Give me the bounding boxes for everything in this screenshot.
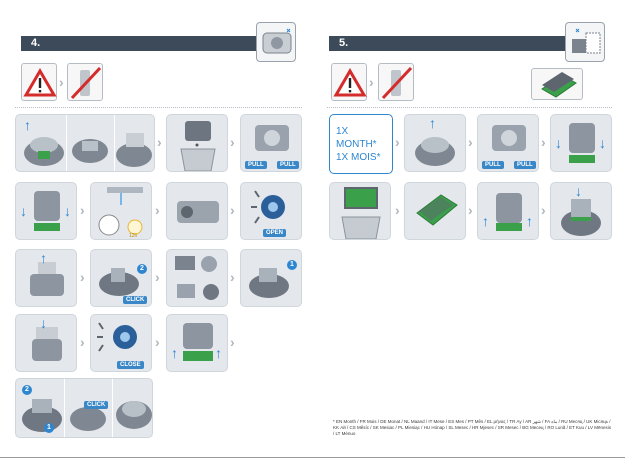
step-number-badge: 2 <box>22 385 32 395</box>
step-empty-bin-image <box>166 114 228 172</box>
step-lift-container-image: ↓ ↓ <box>550 114 612 172</box>
step-5-header: 5. <box>329 36 591 51</box>
step-4-header: 4. <box>21 36 279 51</box>
frequency-box: 1X MONTH* 1X MOIS* <box>329 114 393 174</box>
warning-icon <box>21 63 57 101</box>
chevron-right-icon: › <box>230 202 235 218</box>
step-open-cyclone-image: OPEN <box>240 182 302 240</box>
arrow-down-icon: ↓ <box>599 135 606 151</box>
chevron-right-icon: › <box>80 334 85 350</box>
step-remove-lid-image: ↑ <box>404 114 466 172</box>
section-divider <box>15 107 302 108</box>
arrow-down-icon: ↓ <box>20 203 27 219</box>
step-assemble-parts-image <box>166 249 228 307</box>
vacuum-top-icon <box>256 22 296 62</box>
frequency-mois: 1X MOIS* <box>336 152 381 163</box>
chevron-right-icon: › <box>395 134 400 150</box>
step-insert-container-image: ↑ <box>15 249 77 307</box>
arrow-up-icon: ↑ <box>40 250 47 266</box>
chevron-right-icon: › <box>468 134 473 150</box>
no-plug-icon <box>378 63 414 101</box>
timer-label: 12h <box>129 233 138 239</box>
chevron-right-icon: › <box>369 74 374 90</box>
filter-cartridge-icon <box>565 22 605 62</box>
pull-left-label: PULL <box>245 161 267 169</box>
step-push-container-image: ↓ <box>15 314 77 372</box>
chevron-right-icon: › <box>157 134 162 150</box>
step-pull-filter-image: PULL PULL <box>240 114 302 172</box>
chevron-right-icon: › <box>541 134 546 150</box>
arrow-down-icon: ↓ <box>40 315 47 331</box>
arrow-up-icon: ↑ <box>171 345 178 361</box>
close-label: CLOSE <box>117 361 144 369</box>
frequency-month: 1X MONTH* <box>336 126 377 150</box>
left-page: 4. › ↑ › › PULL PULL ↓ ↓ › 12h › › OP <box>0 0 312 462</box>
arrow-up-icon: ↑ <box>215 345 222 361</box>
arrow-down-icon: ↓ <box>555 135 562 151</box>
chevron-right-icon: › <box>395 202 400 218</box>
pull-left-label: PULL <box>482 161 504 169</box>
arrow-up-icon: ↑ <box>429 115 436 131</box>
warning-icon <box>331 63 367 101</box>
step-clean-filter-image <box>404 182 466 240</box>
no-plug-icon <box>67 63 103 101</box>
arrow-up-icon: ↑ <box>526 213 533 229</box>
arrow-up-icon: ↑ <box>482 213 489 229</box>
chevron-right-icon: › <box>541 202 546 218</box>
click-label: CLICK <box>123 296 148 304</box>
chevron-right-icon: › <box>468 202 473 218</box>
pull-right-label: PULL <box>277 161 299 169</box>
foam-filter-icon <box>531 68 583 100</box>
footnote: * EN Month / FR Mois / DE Monat / NL Maa… <box>333 419 611 436</box>
chevron-right-icon: › <box>59 74 64 90</box>
arrow-down-icon: ↓ <box>64 203 71 219</box>
step-remove-lid-image: ↑ <box>15 114 155 172</box>
step-refit-filter-image: ↑ ↑ <box>477 182 539 240</box>
step-close-cyclone-image: CLOSE <box>90 314 152 372</box>
arrow-up-icon: ↑ <box>24 117 31 133</box>
step-number-badge: 2 <box>137 264 147 274</box>
step-click-container-image: 2 CLICK <box>90 249 152 307</box>
pull-right-label: PULL <box>514 161 536 169</box>
step-lock-container-image: 1 <box>240 249 302 307</box>
step-number-badge: 1 <box>287 260 297 270</box>
chevron-right-icon: › <box>80 269 85 285</box>
step-close-lid-image: 2 1 CLICK <box>15 378 153 438</box>
step-5-number: 5. <box>339 37 349 49</box>
chevron-right-icon: › <box>155 202 160 218</box>
step-close-lid-image: ↓ <box>550 182 612 240</box>
arrow-down-icon: ↓ <box>575 183 582 199</box>
step-pull-filter-image: PULL PULL <box>477 114 539 172</box>
step-lift-container-image: ↓ ↓ <box>15 182 77 240</box>
step-empty-filter-image <box>329 182 391 240</box>
step-4-number: 4. <box>31 37 41 49</box>
chevron-right-icon: › <box>230 334 235 350</box>
chevron-right-icon: › <box>230 134 235 150</box>
step-refit-filter-image: ↑ ↑ <box>166 314 228 372</box>
section-divider <box>327 107 612 108</box>
open-label: OPEN <box>263 229 287 237</box>
chevron-right-icon: › <box>155 269 160 285</box>
chevron-right-icon: › <box>80 202 85 218</box>
page-bottom-rule <box>0 457 625 458</box>
chevron-right-icon: › <box>155 334 160 350</box>
chevron-right-icon: › <box>230 269 235 285</box>
step-turn-filter-image <box>166 182 228 240</box>
click-label: CLICK <box>84 401 109 409</box>
step-number-badge: 1 <box>44 423 54 433</box>
step-wash-filter-image: 12h <box>90 182 152 240</box>
